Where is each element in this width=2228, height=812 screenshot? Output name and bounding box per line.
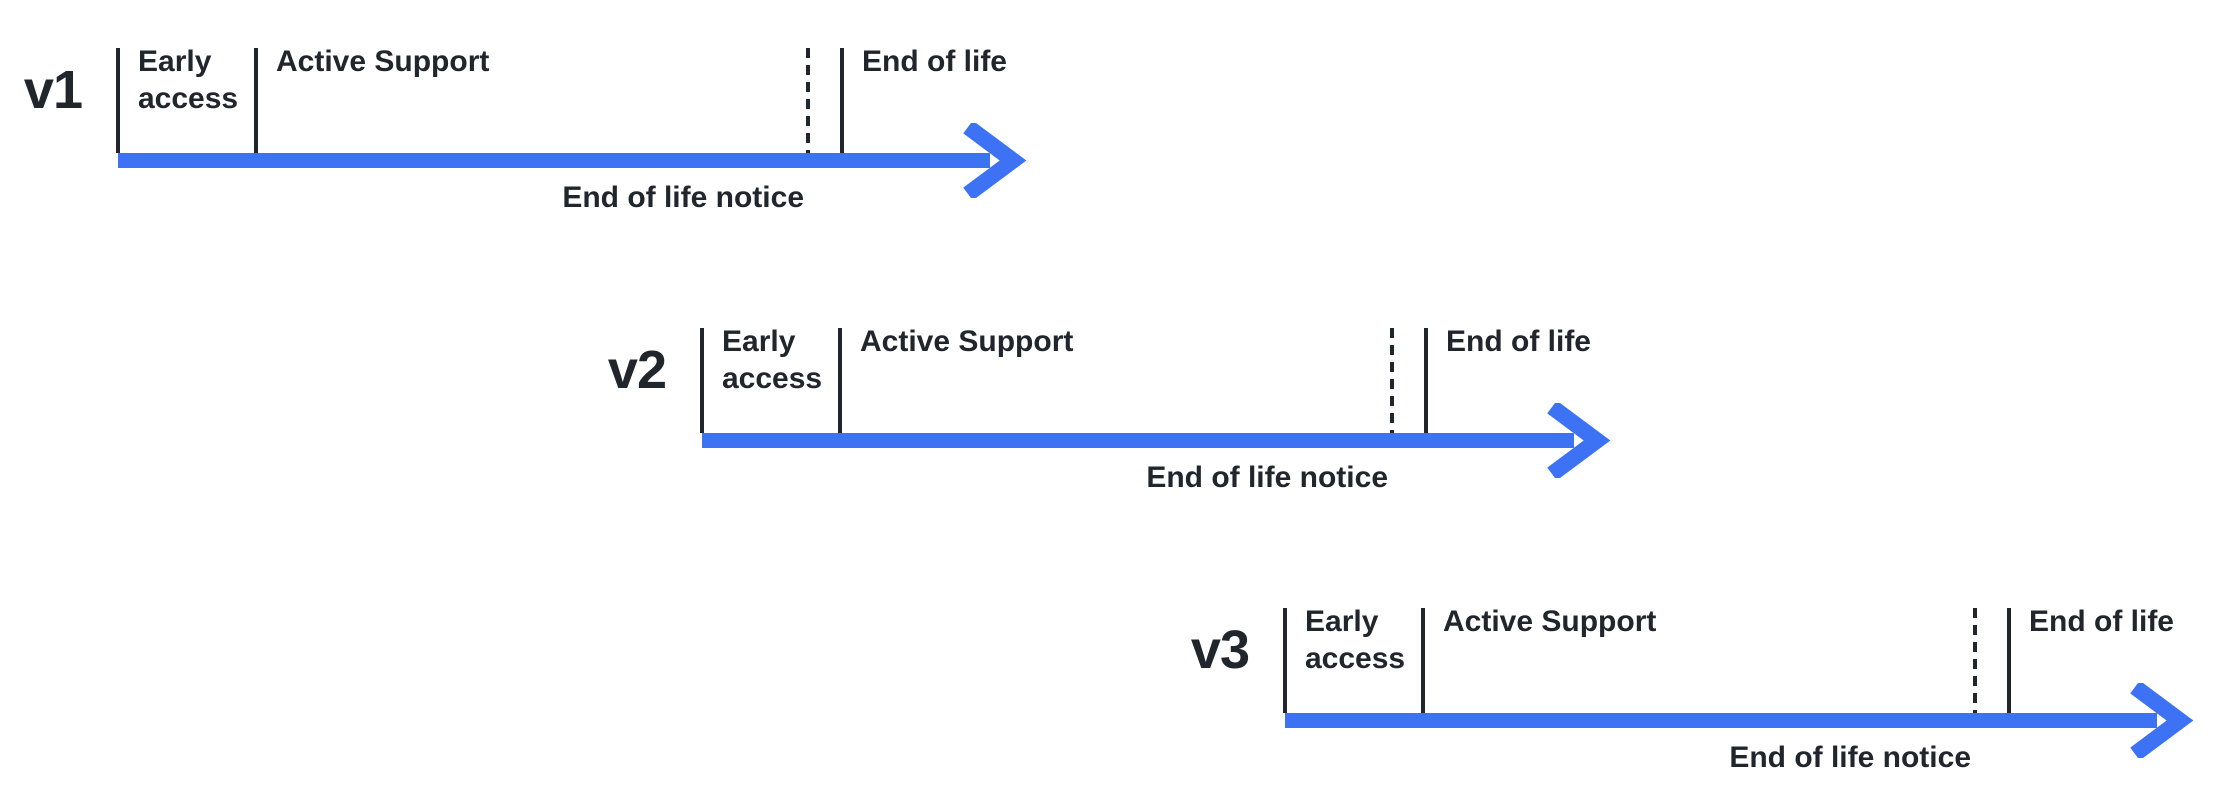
end-of-life-tick — [2007, 608, 2011, 713]
end-of-life-notice-dashed-tick — [806, 48, 810, 153]
timeline-arrow — [702, 403, 1612, 478]
early-access-start-tick — [700, 328, 704, 433]
end-of-life-notice-label: End of life notice — [562, 181, 804, 214]
end-of-life-notice-dashed-tick — [1973, 608, 1977, 713]
end-of-life-notice-label: End of life notice — [1729, 741, 1971, 774]
end-of-life-label: End of life — [862, 45, 1007, 78]
timeline-v1: v1 Early access Active Support End of li… — [24, 45, 1078, 248]
timeline-v2: v2 Early access Active Support End of li… — [608, 325, 1662, 528]
early-access-start-tick — [116, 48, 120, 153]
timeline-v3: v3 Early access Active Support End of li… — [1191, 605, 2228, 808]
early-access-label: Early access — [138, 45, 239, 115]
version-label-v2: v2 — [607, 340, 667, 400]
end-of-life-tick — [1424, 328, 1428, 433]
timeline-arrow-graphic — [702, 403, 1611, 478]
active-support-start-tick — [1421, 608, 1425, 713]
timeline-arrow-graphic — [1285, 683, 2194, 758]
timeline-arrow — [1285, 683, 2195, 758]
version-label-v1: v1 — [23, 60, 83, 120]
active-support-start-tick — [254, 48, 258, 153]
early-access-label: Early access — [722, 325, 823, 395]
active-support-label: Active Support — [860, 325, 1074, 358]
version-label-v3: v3 — [1190, 620, 1250, 680]
active-support-label: Active Support — [276, 45, 490, 78]
early-access-start-tick — [1283, 608, 1287, 713]
end-of-life-label: End of life — [1446, 325, 1591, 358]
active-support-start-tick — [838, 328, 842, 433]
early-access-label: Early access — [1305, 605, 1406, 675]
end-of-life-notice-dashed-tick — [1390, 328, 1394, 433]
end-of-life-tick — [840, 48, 844, 153]
active-support-label: Active Support — [1443, 605, 1657, 638]
timeline-arrow-graphic — [118, 123, 1027, 198]
timeline-arrow — [118, 123, 1028, 198]
end-of-life-notice-label: End of life notice — [1146, 461, 1388, 494]
end-of-life-label: End of life — [2029, 605, 2174, 638]
